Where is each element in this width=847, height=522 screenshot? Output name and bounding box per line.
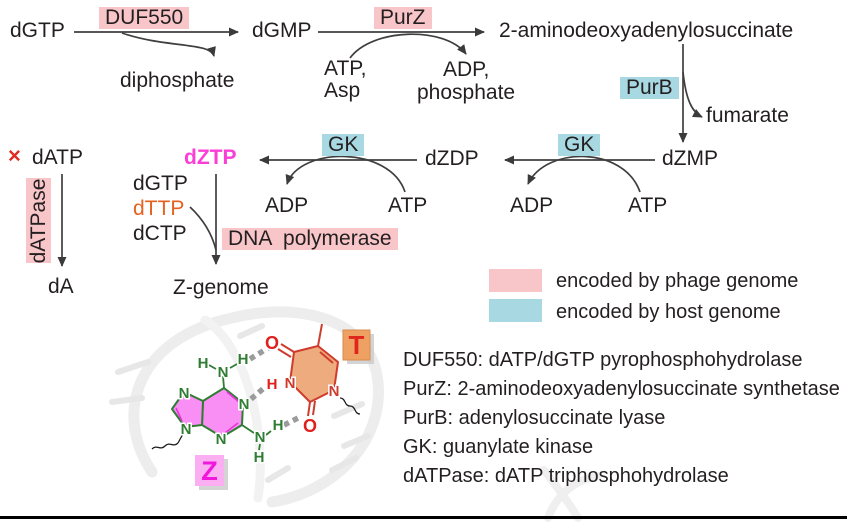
hydrogen-bonds xyxy=(248,345,302,428)
definition-duf550: DUF550: dATP/dGTP pyrophosphohydrolase xyxy=(403,349,803,371)
z-ring-n1-label: N xyxy=(239,396,250,413)
dntp-dgtp: dGTP xyxy=(133,172,188,195)
z-attachment-squiggle xyxy=(151,431,185,450)
z-ring-n9-label: N xyxy=(181,421,192,438)
substrate-atp-gk1: ATP xyxy=(628,194,668,217)
enzyme-purb: PurB xyxy=(620,77,679,99)
enzyme-dna-polymerase: DNA polymerase xyxy=(222,228,398,250)
z-ring-n3-label: N xyxy=(216,431,227,448)
t-ring-n3-label: N xyxy=(285,375,296,392)
enzyme-purz: PurZ xyxy=(374,7,432,29)
t-o4-label: O xyxy=(265,333,279,353)
legend-label-host: encoded by host genome xyxy=(556,301,781,323)
t-n3-h-label: H xyxy=(267,376,278,393)
product-adp-comma: ADP, xyxy=(443,58,490,81)
t-badge-letter: T xyxy=(349,330,365,360)
z-badge-letter: Z xyxy=(201,456,218,486)
definition-purb: PurB: adenylosuccinate lyase xyxy=(403,407,666,429)
enzyme-gk-1: GK xyxy=(558,134,601,156)
product-phosphate: phosphate xyxy=(417,81,516,104)
metabolite-dztp: dZTP xyxy=(184,146,237,169)
product-fumarate: fumarate xyxy=(706,104,789,127)
enzyme-gk-2: GK xyxy=(322,134,365,156)
metabolite-dzdp: dZDP xyxy=(425,147,479,170)
t-base-structure: O O N N H xyxy=(263,323,361,438)
metabolite-dgmp: dGMP xyxy=(252,19,312,42)
product-adp-gk1: ADP xyxy=(510,194,554,217)
metabolite-diphosphate: diphosphate xyxy=(120,69,235,92)
legend-label-phage: encoded by phage genome xyxy=(556,270,799,292)
definition-gk: GK: guanylate kinase xyxy=(403,436,594,458)
definition-datpase: dATPase: dATP triphosphohydrolase xyxy=(403,465,729,487)
t-ring-n1-label: N xyxy=(329,383,340,400)
enzyme-definitions: DUF550: dATP/dGTP pyrophosphohydrolase P… xyxy=(403,346,840,491)
z-amine-top-n-label: N xyxy=(218,364,229,381)
enzyme-duf550: DUF550 xyxy=(99,7,190,29)
z-amine-top-h-left-label: H xyxy=(198,355,209,372)
substrate-atp-gk2: ATP xyxy=(388,194,428,217)
dntp-dctp: dCTP xyxy=(133,222,187,245)
metabolite-datp: dATP xyxy=(32,146,83,169)
z-amine-bottom-h-down-label: H xyxy=(254,449,265,466)
t-attachment-squiggle xyxy=(339,397,361,415)
definition-purz: PurZ: 2-aminodeoxyadenylosuccinate synth… xyxy=(403,378,840,400)
product-z-genome: Z-genome xyxy=(173,276,269,299)
t-badge: T xyxy=(342,329,374,364)
substrate-atp-comma: ATP, xyxy=(324,57,367,80)
t-o2-label: O xyxy=(303,416,317,436)
metabolite-dzmp: dZMP xyxy=(662,147,719,170)
metabolite-dgtp: dGTP xyxy=(10,19,65,42)
blocked-x-mark: × xyxy=(8,143,21,168)
z-amine-bottom-n-label: N xyxy=(255,429,266,446)
product-adp-gk2: ADP xyxy=(265,194,309,217)
z-ring-n7-label: N xyxy=(179,385,190,402)
legend-swatch-host xyxy=(489,299,542,322)
dntp-dttp: dTTP xyxy=(133,197,185,220)
legend-swatch-phage xyxy=(489,269,542,292)
enzyme-datpase-box: dATPase xyxy=(26,178,51,263)
reaction-arrows xyxy=(57,27,703,267)
z-badge: Z xyxy=(195,455,228,490)
z-amine-bottom-h-right-label: H xyxy=(273,417,284,434)
enzyme-datpase: dATPase xyxy=(26,178,50,263)
metabolite-aminosuccinate: 2-aminodeoxyadenylosuccinate xyxy=(499,19,794,42)
substrate-asp: Asp xyxy=(324,79,361,102)
bottom-rule xyxy=(0,516,847,519)
z-amine-top-h-right-label: H xyxy=(238,351,249,368)
metabolite-da: dA xyxy=(48,275,74,298)
z-base-structure: N N N N N H H N H H xyxy=(151,350,285,468)
